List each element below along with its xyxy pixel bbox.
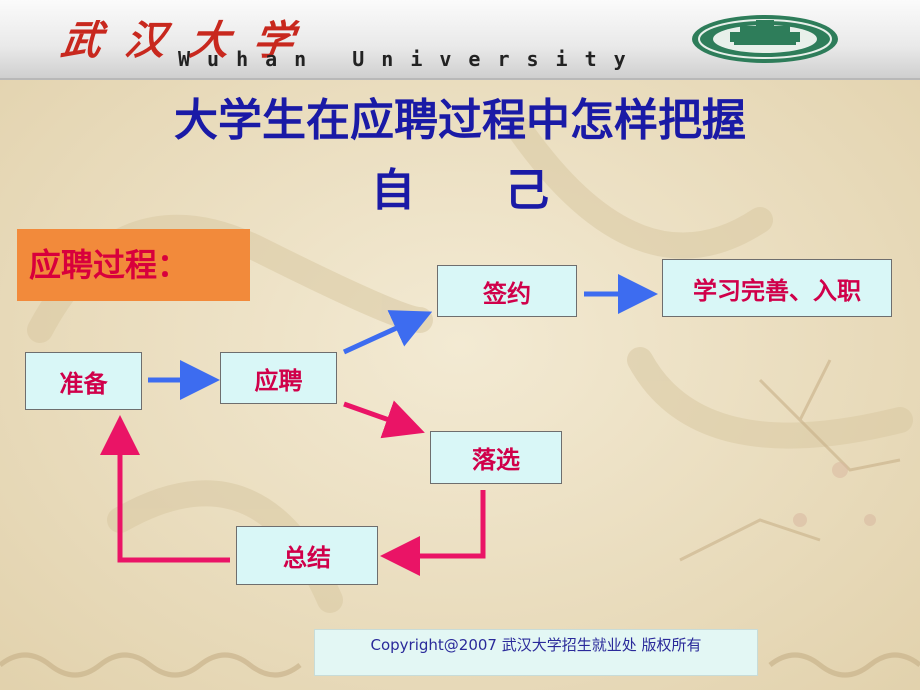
title-line-1: 大学生在应聘过程中怎样把握 <box>174 95 746 146</box>
arrow-summary-to-prepare <box>100 415 230 563</box>
copyright-footer: Copyright@2007 武汉大学招生就业处 版权所有 <box>314 629 758 676</box>
page-title: 大学生在应聘过程中怎样把握 自己 <box>0 86 920 226</box>
arrow-rejected-to-summary <box>380 490 486 576</box>
node-sign-label: 签约 <box>483 279 531 308</box>
node-summary-label: 总结 <box>283 544 331 572</box>
node-sign: 签约 <box>437 265 577 317</box>
node-rejected-label: 落选 <box>472 446 520 474</box>
arrow-apply-to-rejected <box>343 400 425 439</box>
university-logo-text-en: Wuhan University <box>178 47 643 71</box>
university-seal-icon <box>692 15 838 63</box>
node-rejected: 落选 <box>430 431 562 484</box>
node-summary: 总结 <box>236 526 378 585</box>
node-learn-onboard-label: 学习完善、入职 <box>693 276 861 305</box>
process-label: 应聘过程： <box>17 229 250 301</box>
node-apply-label: 应聘 <box>254 366 303 395</box>
node-prepare-label: 准备 <box>59 369 108 398</box>
title-line-2: 自己 <box>371 165 639 216</box>
header-banner: 武汉大学 Wuhan University <box>0 0 920 80</box>
node-apply: 应聘 <box>220 352 337 404</box>
arrow-apply-to-sign <box>342 310 433 355</box>
node-learn-onboard: 学习完善、入职 <box>662 259 892 317</box>
node-prepare: 准备 <box>25 352 142 410</box>
